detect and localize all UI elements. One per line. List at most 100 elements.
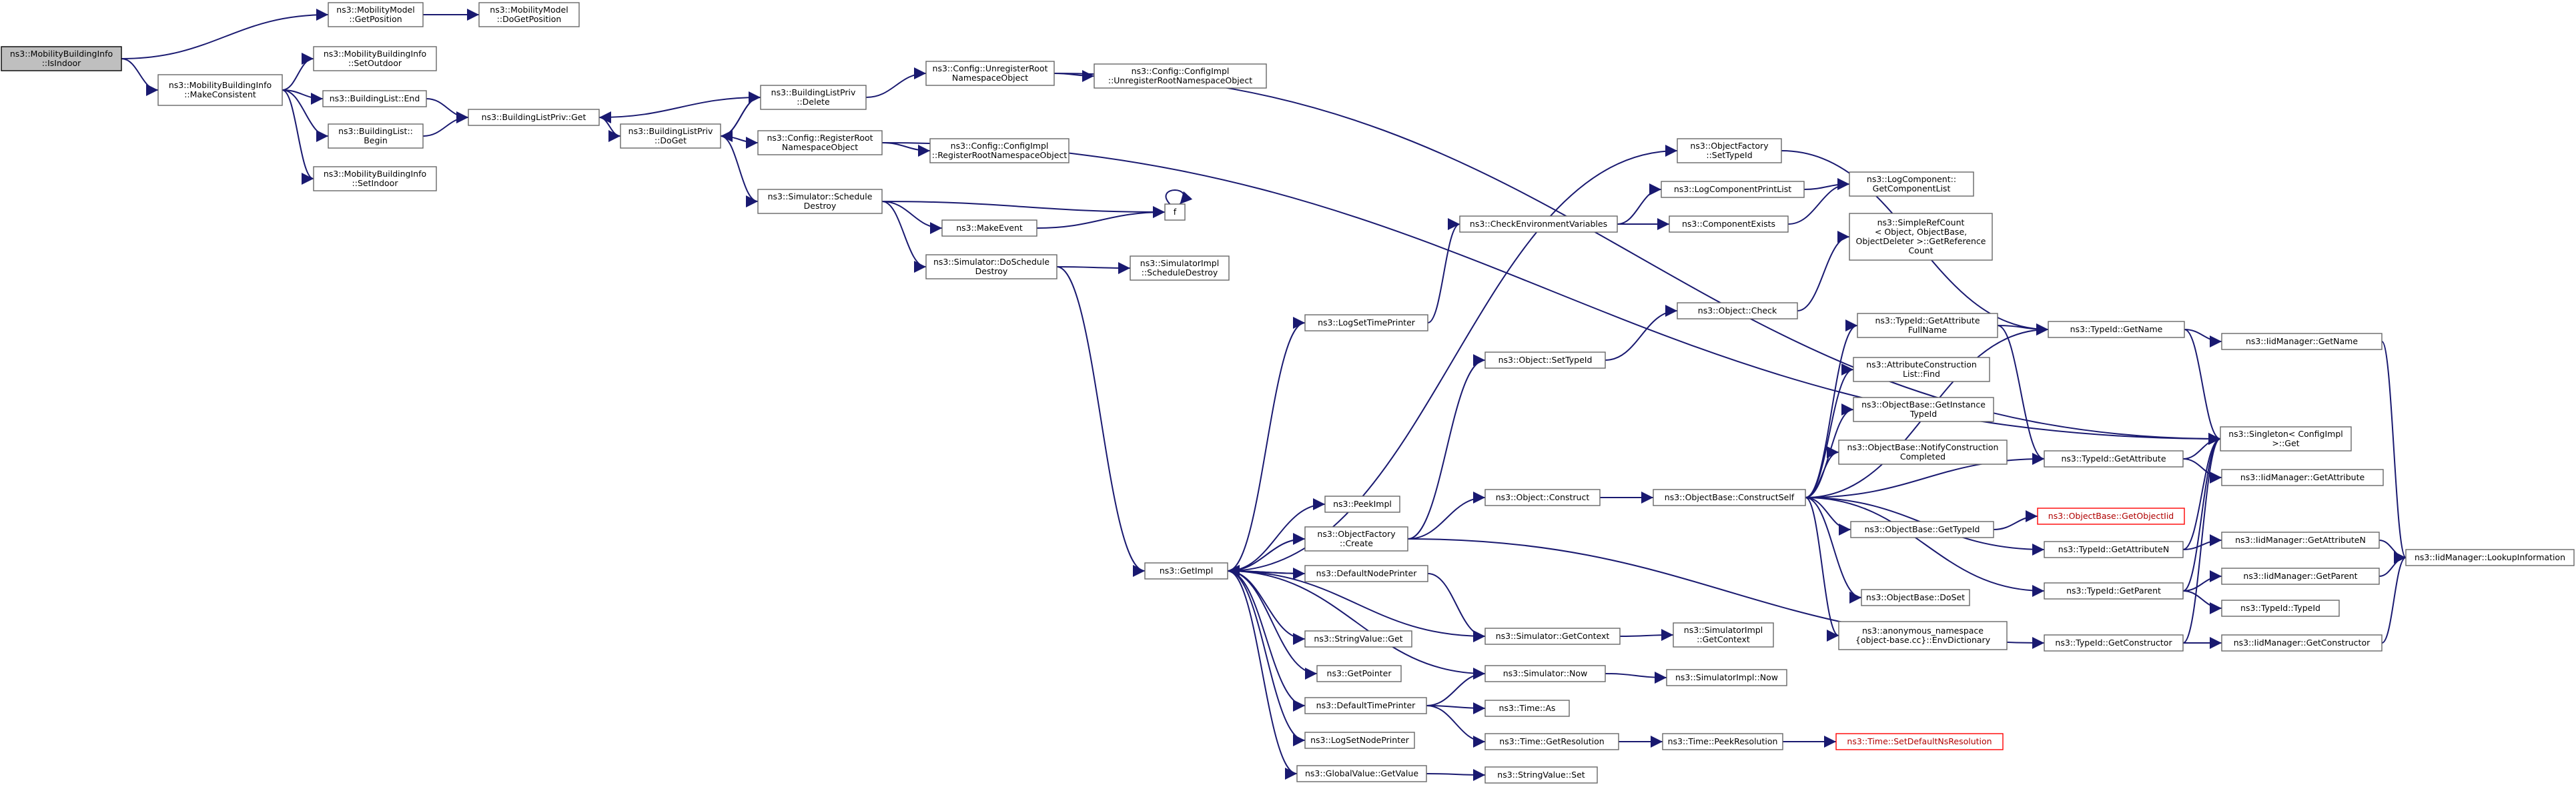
node-ns3-stringvalue-get[interactable]: ns3::StringValue::Get <box>1304 630 1412 648</box>
edge-n21-n69 <box>1227 570 1298 780</box>
node-ns3-makeevent[interactable]: ns3::MakeEvent <box>941 219 1037 237</box>
node-box <box>1673 622 1774 648</box>
node-box <box>2044 582 2184 600</box>
node-box <box>1484 766 1598 784</box>
node-ns3-object-construct[interactable]: ns3::Object::Construct <box>1484 489 1601 506</box>
node-ns3-getimpl[interactable]: ns3::GetImpl <box>1144 562 1228 580</box>
node-ns3-logsetnodeprinter[interactable]: ns3::LogSetNodePrinter <box>1304 732 1415 749</box>
node-ns3-config-configimpl-registerrootnamespaceobject[interactable]: ns3::Config::ConfigImpl::RegisterRootNam… <box>929 138 1069 163</box>
node-ns3-iidmanager-getattributen[interactable]: ns3::IidManager::GetAttributeN <box>2221 532 2380 549</box>
node-ns3-objectbase-notifyconstruction-completed[interactable]: ns3::ObjectBase::NotifyConstructionCompl… <box>1838 440 2008 465</box>
node-ns3-time-setdefaultnsresolution[interactable]: ns3::Time::SetDefaultNsResolution <box>1835 733 2004 750</box>
node-ns3-time-as[interactable]: ns3::Time::As <box>1484 700 1570 717</box>
node-ns3-typeid-getattributen[interactable]: ns3::TypeId::GetAttributeN <box>2044 541 2184 558</box>
node-ns3-mobilitybuildinginfo-setindoor[interactable]: ns3::MobilityBuildingInfo::SetIndoor <box>313 166 437 191</box>
node-label: ns3::ObjectFactory <box>1317 529 1396 539</box>
node-label: ns3::SimulatorImpl <box>1140 258 1219 268</box>
node-ns3-mobilitybuildinginfo-isindoor[interactable]: ns3::MobilityBuildingInfo::IsIndoor <box>1 46 122 71</box>
node-ns3-objectfactory-create[interactable]: ns3::ObjectFactory::Create <box>1304 526 1408 552</box>
node-box <box>2221 532 2380 549</box>
node-ns3-globalvalue-getvalue[interactable]: ns3::GlobalValue::GetValue <box>1296 765 1427 782</box>
node-ns3-buildinglistpriv-delete[interactable]: ns3::BuildingListPriv::Delete <box>760 85 867 110</box>
node-box <box>2044 634 2184 652</box>
node-ns3-typeid-getparent[interactable]: ns3::TypeId::GetParent <box>2044 582 2184 600</box>
node-ns3-objectbase-getobjectiid[interactable]: ns3::ObjectBase::GetObjectIid <box>2037 508 2185 525</box>
node-ns3-anonymous-namespace-object-base-cc-envdictionary[interactable]: ns3::anonymous_namespace{object-base.cc}… <box>1838 621 2008 650</box>
node-ns3-buildinglist-begin[interactable]: ns3::BuildingList::Begin <box>328 123 424 149</box>
node-ns3-iidmanager-getname[interactable]: ns3::IidManager::GetName <box>2221 333 2383 350</box>
node-label: ns3::StringValue::Set <box>1497 770 1585 780</box>
node-ns3-defaulttimeprinter[interactable]: ns3::DefaultTimePrinter <box>1304 697 1427 714</box>
edge-n21-n24 <box>1227 145 1678 572</box>
node-ns3-typeid-typeid[interactable]: ns3::TypeId::TypeId <box>2221 600 2340 617</box>
node-ns3-config-configimpl-unregisterrootnamespaceobject[interactable]: ns3::Config::ConfigImpl::UnregisterRootN… <box>1094 63 1267 89</box>
node-ns3-simulator-schedule-destroy[interactable]: ns3::Simulator::ScheduleDestroy <box>757 189 883 214</box>
edge-n16-n17 <box>881 201 943 234</box>
node-ns3-time-getresolution[interactable]: ns3::Time::GetResolution <box>1484 733 1619 750</box>
edge-n21-n54 <box>1227 570 1486 642</box>
node-ns3-typeid-getname[interactable]: ns3::TypeId::GetName <box>2048 321 2185 338</box>
node-ns3-iidmanager-getparent[interactable]: ns3::IidManager::GetParent <box>2221 568 2380 585</box>
node-label: ns3::Object::Check <box>1698 305 1777 315</box>
node-ns3-singleton-configimpl-get[interactable]: ns3::Singleton< ConfigImpl>::Get <box>2220 426 2352 452</box>
node-ns3-simulatorimpl-now[interactable]: ns3::SimulatorImpl::Now <box>1666 669 1787 686</box>
node-ns3-objectbase-constructself[interactable]: ns3::ObjectBase::ConstructSelf <box>1653 489 1806 506</box>
node-ns3-buildinglist-end[interactable]: ns3::BuildingList::End <box>322 90 427 107</box>
edge-n43-n50 <box>1805 497 1862 604</box>
node-label: ns3::Object::SetTypeId <box>1498 355 1593 365</box>
node-label: ns3::SimulatorImpl::Now <box>1675 672 1778 682</box>
node-ns3-objectbase-gettypeid[interactable]: ns3::ObjectBase::GetTypeId <box>1850 521 1994 538</box>
node-label: ns3::AttributeConstruction <box>1866 359 1977 369</box>
node-ns3-mobilitybuildinginfo-setoutdoor[interactable]: ns3::MobilityBuildingInfo::SetOutdoor <box>313 46 437 71</box>
node-ns3-object-check[interactable]: ns3::Object::Check <box>1677 302 1798 319</box>
node-ns3-stringvalue-set[interactable]: ns3::StringValue::Set <box>1484 766 1598 784</box>
node-ns3-objectfactory-settypeid[interactable]: ns3::ObjectFactory::SetTypeId <box>1677 138 1782 163</box>
node-ns3-simulatorimpl-scheduledestroy[interactable]: ns3::SimulatorImpl::ScheduleDestroy <box>1130 255 1230 281</box>
node-ns3-config-registerroot-namespaceobject[interactable]: ns3::Config::RegisterRootNamespaceObject <box>757 130 883 155</box>
node-ns3-defaultnodeprinter[interactable]: ns3::DefaultNodePrinter <box>1304 565 1428 582</box>
node-box <box>157 74 283 106</box>
node-ns3-object-settypeid[interactable]: ns3::Object::SetTypeId <box>1484 351 1606 369</box>
node-ns3-config-unregisterroot-namespaceobject[interactable]: ns3::Config::UnregisterRootNamespaceObje… <box>925 61 1055 86</box>
node-ns3-mobilitymodel-getposition[interactable]: ns3::MobilityModel::GetPosition <box>328 2 424 27</box>
node-label: ns3::Singleton< ConfigImpl <box>2228 429 2343 439</box>
edge-n45-n44 <box>1993 510 2038 530</box>
node-ns3-simplerefcount-object-objectbase-objectdeleter-getreference-count[interactable]: ns3::SimpleRefCount< Object, ObjectBase,… <box>1849 213 1993 261</box>
node-box <box>478 2 580 27</box>
node-ns3-simulator-getcontext[interactable]: ns3::Simulator::GetContext <box>1484 628 1621 645</box>
node-box <box>1459 215 1618 233</box>
node-ns3-mobilitybuildinginfo-makeconsistent[interactable]: ns3::MobilityBuildingInfo::MakeConsisten… <box>157 74 283 106</box>
node-box <box>1304 314 1428 331</box>
node-ns3-logcomponentprintlist[interactable]: ns3::LogComponentPrintList <box>1661 181 1805 198</box>
node-ns3-logcomponent-getcomponentlist[interactable]: ns3::LogComponent::GetComponentList <box>1849 171 1974 197</box>
node-box <box>1853 397 1994 422</box>
node-ns3-buildinglistpriv-doget[interactable]: ns3::BuildingListPriv::DoGet <box>620 123 721 149</box>
node-ns3-checkenvironmentvariables[interactable]: ns3::CheckEnvironmentVariables <box>1459 215 1618 233</box>
node-ns3-buildinglistpriv-get[interactable]: ns3::BuildingListPriv::Get <box>468 109 600 126</box>
node-ns3-iidmanager-getattribute[interactable]: ns3::IidManager::GetAttribute <box>2221 469 2384 486</box>
node-box <box>1849 213 1993 261</box>
node-box <box>1861 589 1970 606</box>
node-f[interactable]: f <box>1164 203 1186 221</box>
node-ns3-logsettimeprinter[interactable]: ns3::LogSetTimePrinter <box>1304 314 1428 331</box>
node-ns3-getpointer[interactable]: ns3::GetPointer <box>1316 665 1402 682</box>
node-label: ns3::SimpleRefCount <box>1877 217 1965 227</box>
edge-n52-n48 <box>2379 552 2407 577</box>
node-ns3-typeid-getattribute[interactable]: ns3::TypeId::GetAttribute <box>2044 450 2184 468</box>
node-ns3-objectbase-doset[interactable]: ns3::ObjectBase::DoSet <box>1861 589 1970 606</box>
node-ns3-typeid-getconstructor[interactable]: ns3::TypeId::GetConstructor <box>2044 634 2184 652</box>
node-label: TypeId <box>1909 409 1937 419</box>
node-ns3-mobilitymodel-dogetposition[interactable]: ns3::MobilityModel::DoGetPosition <box>478 2 580 27</box>
node-ns3-time-peekresolution[interactable]: ns3::Time::PeekResolution <box>1662 733 1783 750</box>
node-ns3-iidmanager-lookupinformation[interactable]: ns3::IidManager::LookupInformation <box>2405 549 2575 566</box>
node-ns3-simulatorimpl-getcontext[interactable]: ns3::SimulatorImpl::GetContext <box>1673 622 1774 648</box>
node-ns3-iidmanager-getconstructor[interactable]: ns3::IidManager::GetConstructor <box>2221 634 2383 652</box>
node-ns3-componentexists[interactable]: ns3::ComponentExists <box>1669 215 1789 233</box>
edge-n43-n38 <box>1805 453 2045 498</box>
node-ns3-peekimpl[interactable]: ns3::PeekImpl <box>1324 496 1400 513</box>
node-ns3-simulator-now[interactable]: ns3::Simulator::Now <box>1484 665 1606 682</box>
